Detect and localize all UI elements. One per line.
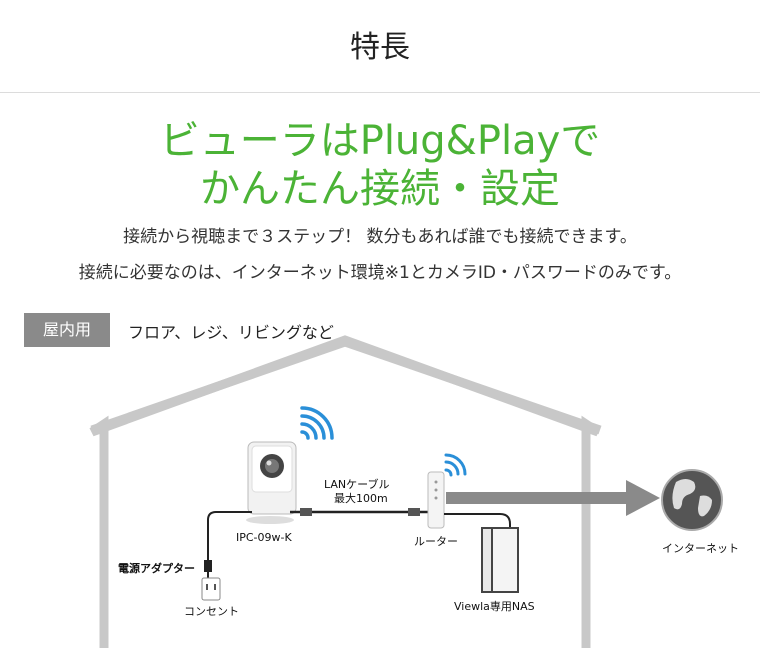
cable-label-2: 最大100m (334, 492, 388, 505)
nas-label: Viewla専用NAS (454, 600, 535, 613)
description-line-1: 接続から視聴まで３ステップ！ 数分もあれば誰でも接続できます。 (123, 227, 637, 247)
indoor-tag: 屋内用 (24, 313, 110, 347)
cable-label-1: LANケーブル (324, 478, 390, 491)
nas-icon (481, 527, 519, 593)
router-icon (427, 471, 445, 529)
adapter-label: 電源アダプター (118, 562, 195, 575)
power-cable (207, 511, 252, 580)
indoor-tag-description: フロア、レジ、リビングなど (128, 323, 334, 342)
internet-label: インターネット (662, 542, 739, 555)
page-header: 特長 (0, 0, 760, 93)
nas-cable (444, 513, 511, 528)
outlet-icon (201, 577, 221, 601)
internet-arrow (446, 480, 660, 516)
headline-line-2: かんたん接続・設定 (200, 166, 560, 212)
description-line-2: 接続に必要なのは、インターネット環境※1とカメラID・パスワードのみです。 (78, 263, 682, 283)
router-label: ルーター (414, 535, 458, 548)
camera-wifi-icon (300, 406, 334, 440)
headline-line-1: ビューラはPlug&Playで (159, 118, 601, 164)
router-wifi-icon (444, 453, 467, 477)
camera-label: IPC-09w-K (236, 531, 292, 544)
camera-icon (246, 441, 297, 524)
globe-icon (661, 469, 723, 531)
page-title: 特長 (350, 30, 410, 65)
outlet-label: コンセント (184, 605, 239, 618)
